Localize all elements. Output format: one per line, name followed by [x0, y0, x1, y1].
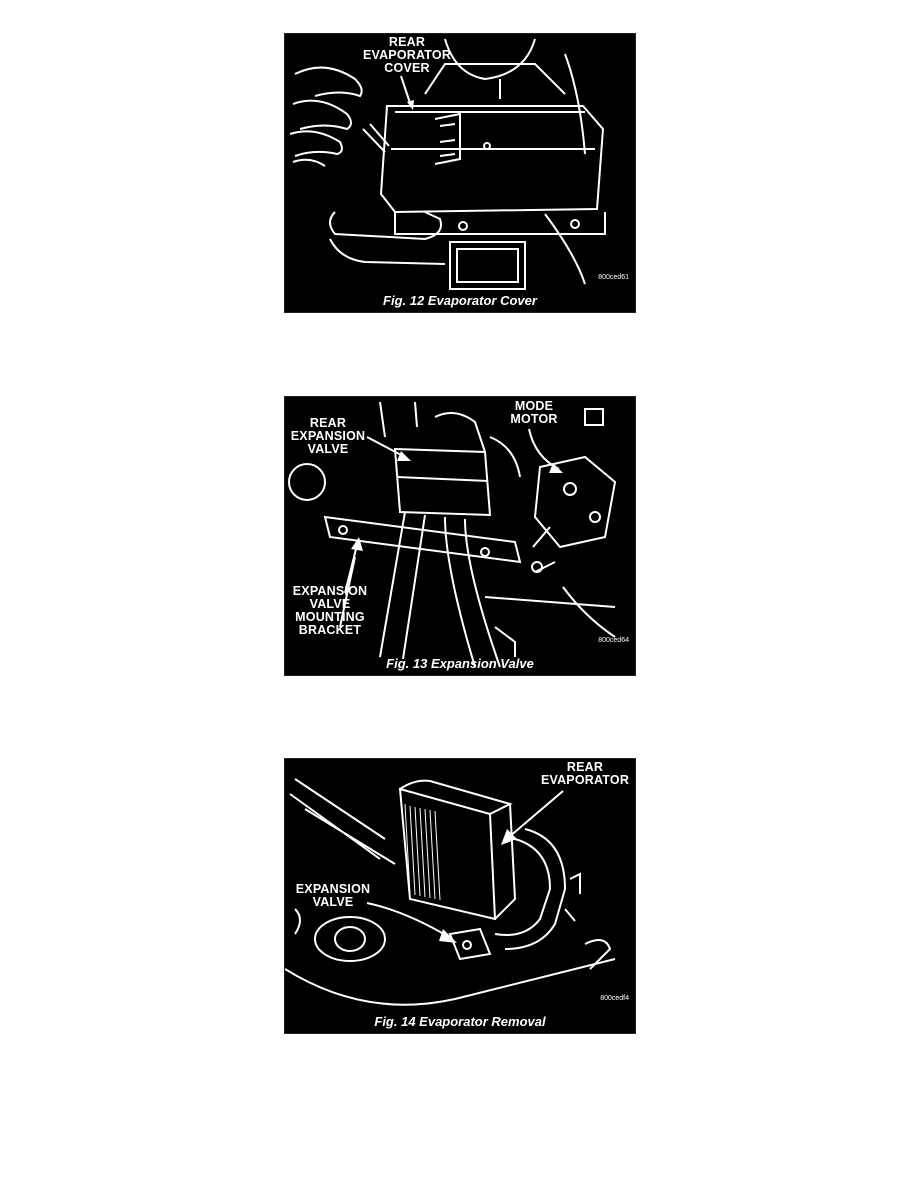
- label-mode-motor: MODE MOTOR: [510, 399, 558, 426]
- figure-code: 800cedf4: [600, 995, 629, 1002]
- label-expansion-valve: EXPANSION VALVE: [295, 882, 371, 909]
- leader-arrow: [344, 537, 363, 594]
- label-rear-evaporator: REAR EVAPORATOR: [540, 760, 630, 787]
- leader-arrow: [528, 428, 563, 473]
- figure-14: REAR EVAPORATOR EXPANSION VALVE 800cedf4…: [284, 758, 636, 1034]
- label-expansion-valve-mounting-bracket: EXPANSION VALVE MOUNTING BRACKET: [292, 584, 368, 637]
- evaporator-removal-illustration: [285, 778, 616, 1006]
- leader-arrow: [501, 790, 564, 845]
- leader-arrow: [366, 436, 411, 461]
- figure-13: REAR EXPANSION VALVE MODE MOTOR EXPANSIO…: [284, 396, 636, 676]
- figure-caption: Fig. 13 Expansion Valve: [386, 656, 534, 671]
- evaporator-cover-illustration: [289, 38, 606, 290]
- leader-arrow: [366, 902, 457, 943]
- label-rear-expansion-valve: REAR EXPANSION VALVE: [290, 416, 366, 456]
- figure-caption: Fig. 14 Evaporator Removal: [374, 1014, 546, 1029]
- label-rear-evaporator-cover: REAR EVAPORATOR COVER: [362, 35, 452, 75]
- figure-caption: Fig. 12 Evaporator Cover: [383, 293, 537, 308]
- figure-code: 800ced61: [598, 274, 629, 281]
- figure-12: REAR EVAPORATOR COVER 800ced61 Fig. 12 E…: [284, 33, 636, 313]
- expansion-valve-illustration: [288, 401, 617, 668]
- figure-code: 800ced64: [598, 637, 629, 644]
- leader-arrow: [400, 75, 414, 110]
